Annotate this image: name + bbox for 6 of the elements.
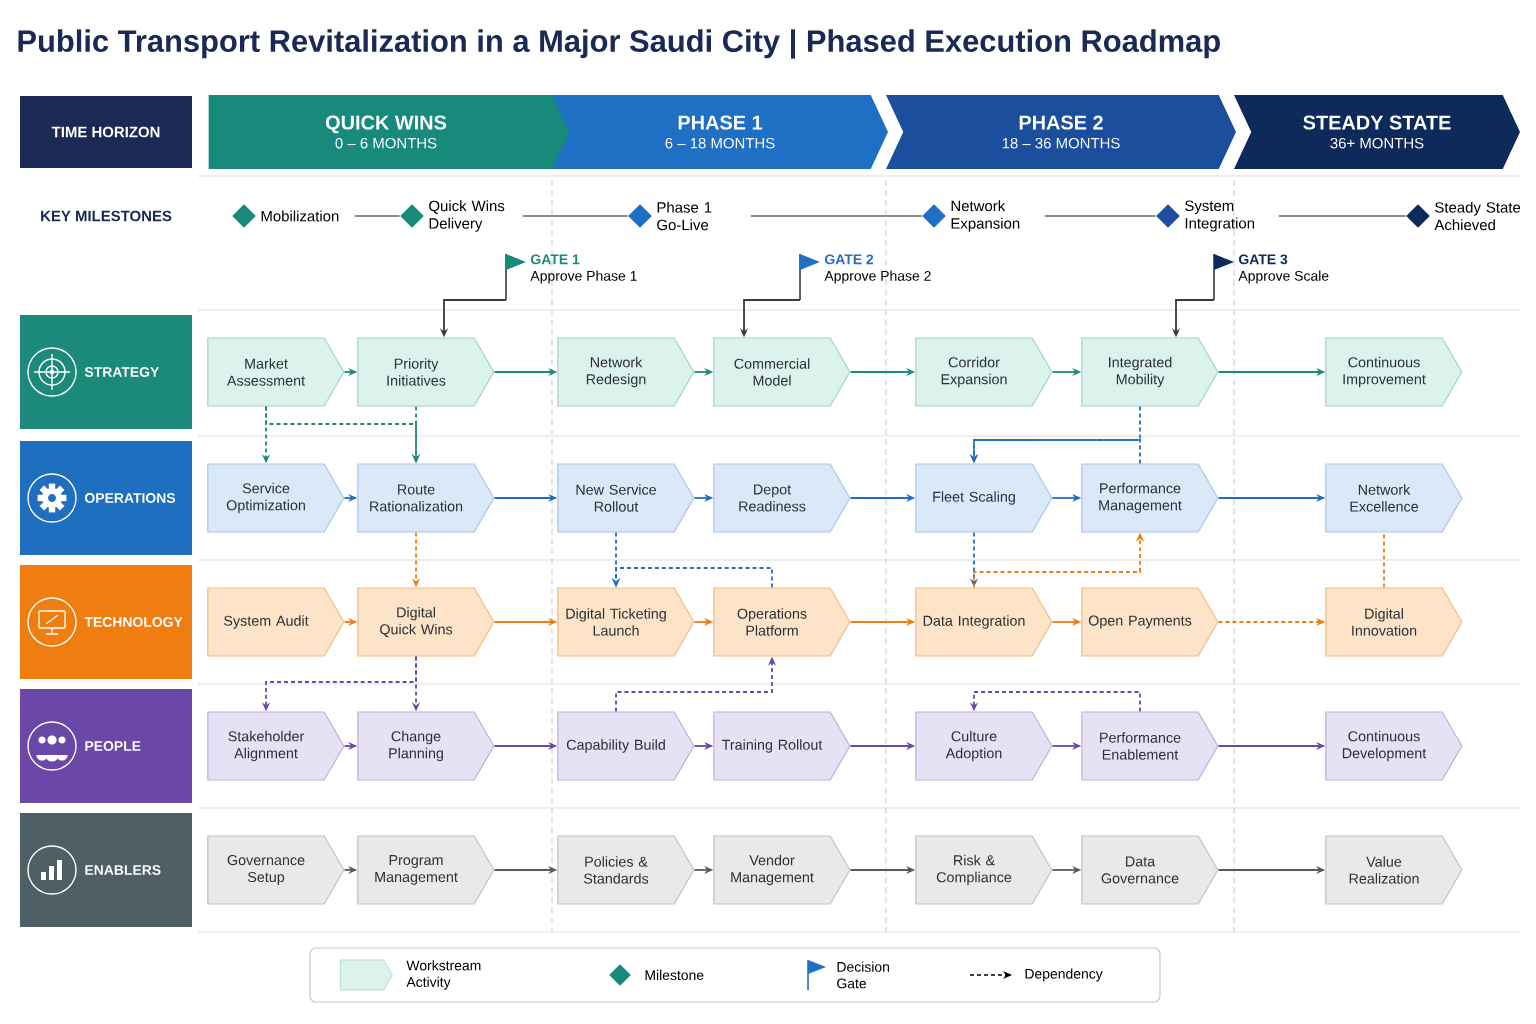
connector-line (353, 215, 401, 217)
title: Public Transport Revitalization in a Major Saudi City | Phased Execution Roadmap (18, 29, 1220, 59)
connector-line (749, 215, 923, 217)
connector-line (521, 215, 629, 217)
connector-line (1277, 215, 1407, 217)
connector-line (1043, 215, 1157, 217)
